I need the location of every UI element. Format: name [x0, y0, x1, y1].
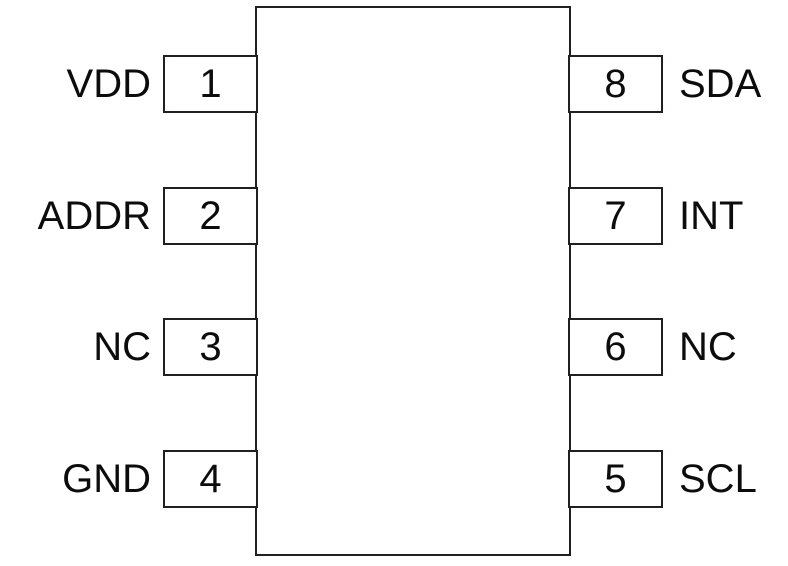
pin-8-box: 8	[568, 55, 663, 113]
pin-7-label: INT	[679, 194, 744, 238]
pin-1-box: 1	[163, 55, 258, 113]
pin-1-number: 1	[199, 62, 222, 106]
ic-package-body	[255, 6, 571, 556]
pin-5-box: 5	[568, 450, 663, 508]
pin-1-label: VDD	[66, 62, 151, 106]
pin-5-label: SCL	[679, 457, 757, 501]
pin-6-number: 6	[604, 325, 627, 369]
pin-4-box: 4	[163, 450, 258, 508]
pin-2-label: ADDR	[37, 194, 151, 238]
pin-4-number: 4	[199, 457, 222, 501]
pin-8-number: 8	[604, 62, 627, 106]
pin-4-label: GND	[62, 457, 151, 501]
pin-7-box: 7	[568, 187, 663, 245]
pin-3-box: 3	[163, 318, 258, 376]
pin-3-number: 3	[199, 325, 222, 369]
pin-3-label: NC	[93, 325, 151, 369]
pin-8-label: SDA	[679, 62, 762, 106]
pin-2-box: 2	[163, 187, 258, 245]
pin-7-number: 7	[604, 194, 627, 238]
pin-6-box: 6	[568, 318, 663, 376]
pin-5-number: 5	[604, 457, 627, 501]
pin-2-number: 2	[199, 194, 222, 238]
pin-6-label: NC	[679, 325, 737, 369]
